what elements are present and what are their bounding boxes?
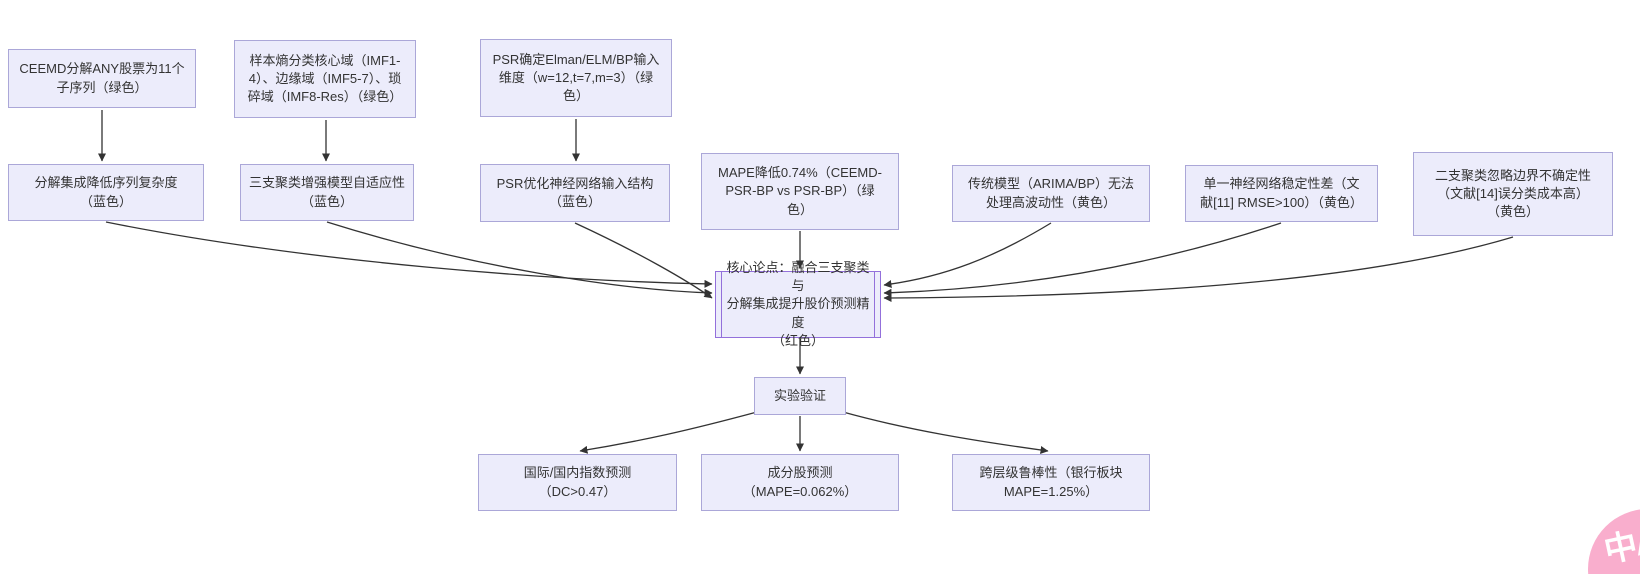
node-single-nn-instability: 单一神经网络稳定性差（文 献[11] RMSE>100）（黄色） [1185,165,1378,222]
node-core-thesis: 核心论点：融合三支聚类与 分解集成提升股价预测精度 （红色） [715,260,881,348]
edge-single-to-core [883,222,1282,297]
edge-psropt-to-core [574,222,713,299]
node-ceemd-decompose: CEEMD分解ANY股票为11个 子序列（绿色） [8,49,196,108]
node-psr-optimize-input: PSR优化神经网络输入结构 （蓝色） [480,164,670,222]
node-three-way-clustering: 三支聚类增强模型自适应性 （蓝色） [240,164,414,221]
edge-experiment-to-robust [842,411,1049,454]
node-constituent-prediction: 成分股预测 （MAPE=0.062%） [701,454,899,511]
edge-threeway-to-core [326,221,713,297]
node-sample-entropy: 样本熵分类核心域（IMF1- 4）、边缘域（IMF5-7）、琐 碎域（IMF8-… [234,40,416,118]
edge-experiment-to-index [579,411,758,454]
translate-icon: 中A [1600,521,1640,570]
node-psr-input-dimension: PSR确定Elman/ELM/BP输入 维度（w=12,t=7,m=3）（绿 色… [480,39,672,117]
node-cross-level-robustness: 跨层级鲁棒性（银行板块 MAPE=1.25%） [952,454,1150,511]
node-index-prediction: 国际/国内指数预测 （DC>0.47） [478,454,677,511]
edge-twoway-to-core [883,236,1514,302]
node-decomposition-ensemble: 分解集成降低序列复杂度 （蓝色） [8,164,204,221]
edge-decomp-to-core [105,221,713,288]
edge-trad-to-core [883,222,1052,288]
translate-float-button[interactable]: 中A [1588,509,1640,574]
node-mape-reduction: MAPE降低0.74%（CEEMD- PSR-BP vs PSR-BP）（绿 色… [701,153,899,230]
node-two-way-clustering-limit: 二支聚类忽略边界不确定性 （文献[14]误分类成本高） （黄色） [1413,152,1613,236]
node-traditional-model-limit: 传统模型（ARIMA/BP）无法 处理高波动性（黄色） [952,165,1150,222]
node-experiment-validation: 实验验证 [754,377,846,415]
